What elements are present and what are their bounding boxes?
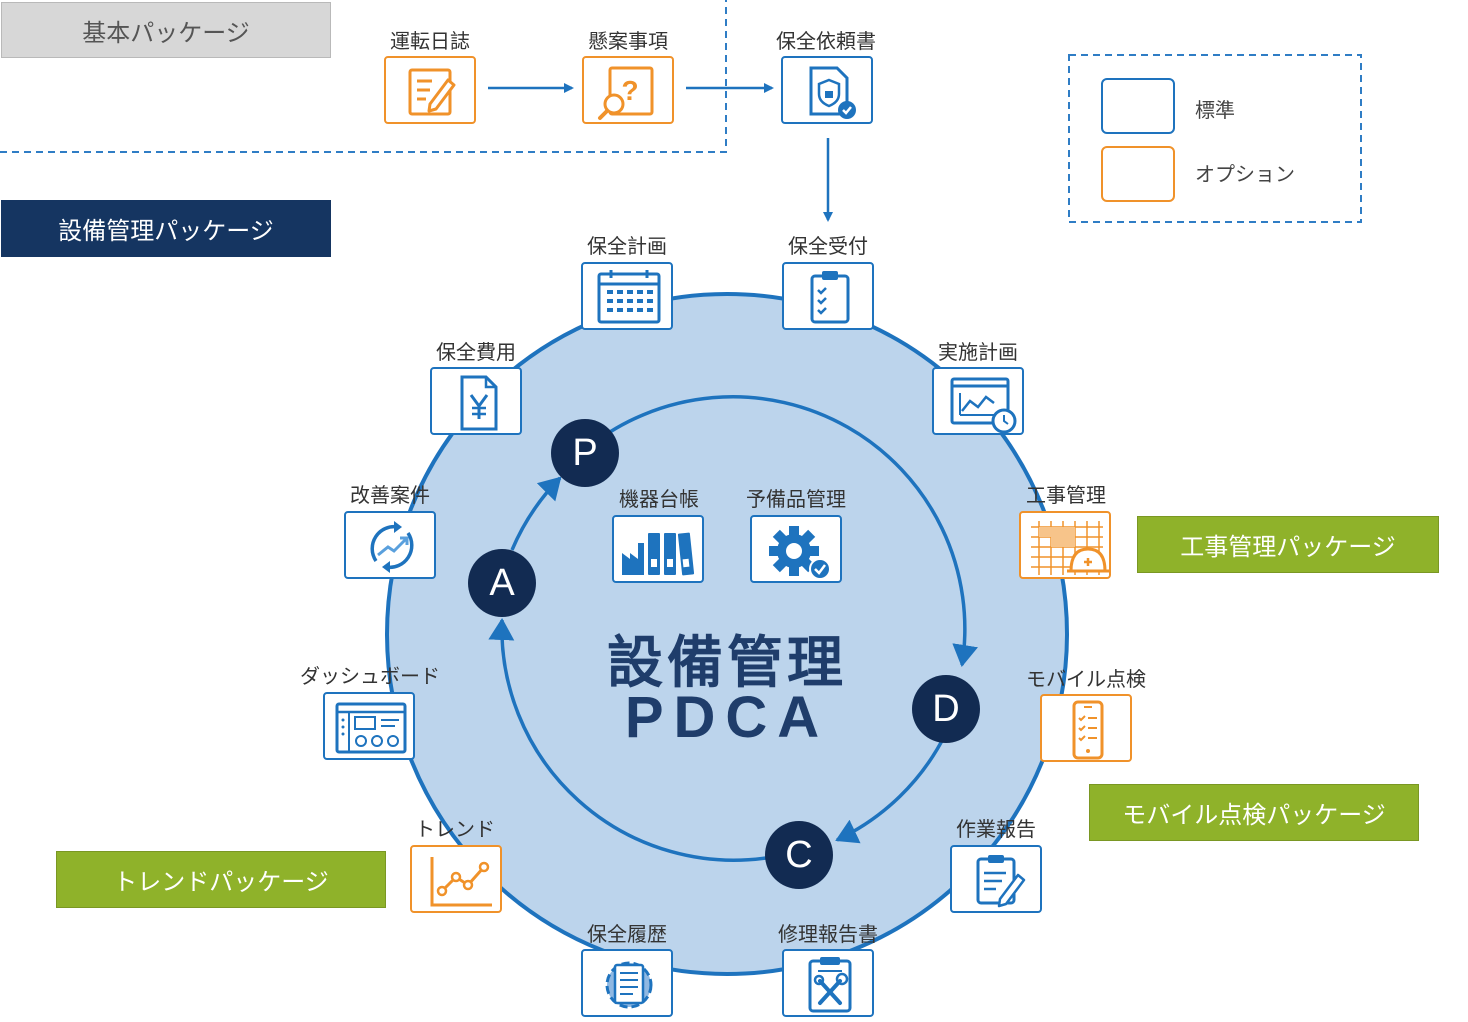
cycle-arrow-a-p <box>510 476 562 551</box>
module-hozenirai[interactable] <box>781 56 873 124</box>
factory-binders-icon <box>622 532 695 576</box>
module-label-hozen-rireki: 保全履歴 <box>587 922 667 946</box>
legend-border <box>1068 54 1362 223</box>
cycle-arrow-p-d <box>583 395 978 667</box>
calendar-icon <box>597 270 661 324</box>
module-label-trend: トレンド <box>415 817 495 841</box>
module-hozen-keikaku[interactable] <box>581 262 673 330</box>
schedule-chart-icon <box>950 377 1017 434</box>
cycle-letter-c: C <box>765 821 833 889</box>
report-pen-icon <box>976 855 1026 908</box>
center-title-line2: PDCA <box>624 685 830 750</box>
yen-document-icon <box>460 375 498 431</box>
question-search-icon: ? <box>598 66 654 120</box>
construction-helmet-icon <box>1031 521 1109 575</box>
module-kiki-daichou[interactable] <box>612 515 704 583</box>
cycle-arrow-c-a <box>488 618 767 862</box>
module-yobihin-kanri[interactable] <box>750 515 842 583</box>
trend-line-icon <box>430 857 492 907</box>
module-hozen-hiyou[interactable] <box>430 367 522 435</box>
repair-tools-icon <box>808 957 852 1013</box>
module-jisshi-keikaku[interactable] <box>932 367 1024 435</box>
legend-option-swatch <box>1101 146 1175 202</box>
module-label-hozenirai: 保全依頼書 <box>776 29 876 53</box>
module-hozen-uketsuke[interactable] <box>782 262 874 330</box>
module-label-hozen-hiyou: 保全費用 <box>436 340 516 364</box>
module-kenanjikou[interactable]: ? <box>582 56 674 124</box>
legend-standard-label: 標準 <box>1195 98 1235 122</box>
facility-package-label: 設備管理パッケージ <box>1 200 331 257</box>
module-label-kaizen-anken: 改善案件 <box>350 483 430 507</box>
module-label-sagyou-houkoku: 作業報告 <box>956 817 1036 841</box>
smartphone-checklist-icon <box>1072 700 1104 760</box>
dashboard-icon <box>335 702 407 754</box>
gear-check-icon <box>769 526 831 580</box>
legend-standard-swatch <box>1101 78 1175 134</box>
legend-option-label: オプション <box>1195 162 1295 186</box>
module-label-hozen-keikaku: 保全計画 <box>587 234 667 258</box>
svg-text:?: ? <box>621 75 638 106</box>
mobile-package-label: モバイル点検パッケージ <box>1089 784 1419 841</box>
basic-package-label: 基本パッケージ <box>1 2 331 58</box>
module-label-mobile-tenken: モバイル点検 <box>1026 667 1146 691</box>
module-label-untennisshi: 運転日誌 <box>390 29 470 53</box>
cycle-letter-p: P <box>551 419 619 487</box>
module-label-yobihin-kanri: 予備品管理 <box>746 487 846 511</box>
module-label-kiki-daichou: 機器台帳 <box>619 487 699 511</box>
center-title-line1: 設備管理 <box>607 631 847 696</box>
module-label-jisshi-keikaku: 実施計画 <box>938 340 1018 364</box>
module-mobile-tenken[interactable] <box>1040 694 1132 762</box>
history-gear-icon <box>605 961 653 1009</box>
cycle-letter-a: A <box>468 549 536 617</box>
secure-document-icon <box>809 66 856 119</box>
construction-package-label: 工事管理パッケージ <box>1137 516 1439 573</box>
module-sagyou-houkoku[interactable] <box>950 845 1042 913</box>
module-kaizen-anken[interactable] <box>344 511 436 579</box>
edit-document-icon <box>408 68 456 116</box>
module-hozen-rireki[interactable] <box>581 949 673 1017</box>
trend-package-label: トレンドパッケージ <box>56 851 386 908</box>
basic-package-region <box>0 0 727 153</box>
clipboard-icon <box>810 271 850 324</box>
cycle-letter-d: D <box>912 675 980 743</box>
module-dashboard[interactable] <box>323 692 415 760</box>
module-label-kenanjikou: 懸案事項 <box>588 29 668 53</box>
module-label-shuuri-houkokusho: 修理報告書 <box>778 922 878 946</box>
module-shuuri-houkokusho[interactable] <box>782 949 874 1017</box>
module-trend[interactable] <box>410 845 502 913</box>
module-label-kouji-kanri: 工事管理 <box>1026 483 1106 507</box>
module-label-hozen-uketsuke: 保全受付 <box>788 234 868 258</box>
module-kouji-kanri[interactable] <box>1019 511 1111 579</box>
improvement-cycle-icon <box>370 521 414 573</box>
module-label-dashboard: ダッシュボード <box>300 664 440 688</box>
cycle-arrow-d-c <box>835 734 947 844</box>
module-untennisshi[interactable] <box>384 56 476 124</box>
